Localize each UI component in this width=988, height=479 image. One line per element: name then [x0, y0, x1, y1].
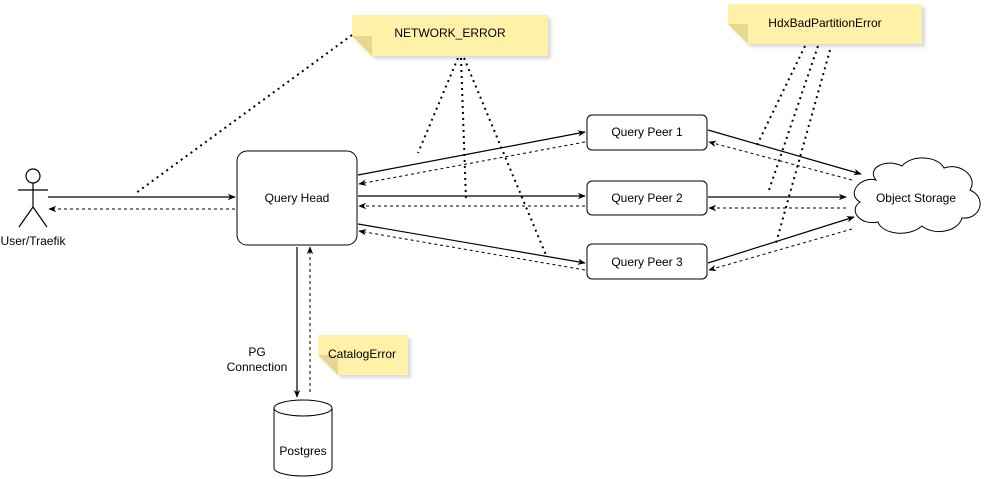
note-hdx-bad-partition: HdxBadPartitionError	[728, 4, 922, 44]
query-peer-2-node: Query Peer 2	[586, 180, 708, 216]
hdx-connector-2	[767, 45, 819, 194]
note-catalog-error: CatalogError	[318, 335, 408, 375]
query-peer-1-node: Query Peer 1	[586, 114, 708, 151]
note-catalog-error-body	[318, 335, 408, 375]
response-edges	[48, 140, 853, 392]
pg-connection-label: PG Connection	[227, 345, 288, 374]
note-connectors	[135, 34, 831, 256]
note-catalog-error-fold	[318, 355, 338, 375]
pg-connection-line1: PG	[248, 345, 265, 359]
actor-right-leg	[32, 206, 48, 228]
note-network-error-body	[352, 15, 548, 56]
postgres-db: Postgres	[273, 399, 333, 477]
edge-peer3-to-head-response	[358, 229, 586, 271]
edge-peer1-to-storage	[707, 129, 862, 176]
note-hdx-bad-partition-body	[728, 4, 922, 44]
object-storage-label: Object Storage	[876, 191, 956, 205]
object-storage-cloud: Object Storage	[853, 157, 981, 234]
edge-storage-to-peer3-response	[708, 228, 853, 272]
query-peer-3-node: Query Peer 3	[586, 243, 708, 280]
edge-head-to-peer1	[357, 130, 586, 176]
network-error-connector-user	[135, 34, 353, 194]
network-error-connector-peer2	[460, 57, 467, 201]
note-network-error-fold	[352, 36, 372, 56]
postgres-label: Postgres	[279, 444, 326, 458]
edge-storage-to-peer1-response	[708, 140, 853, 181]
user-actor-label: User/Traefik	[1, 234, 67, 248]
query-head-label: Query Head	[265, 191, 330, 205]
edge-peer3-to-storage	[707, 216, 855, 264]
pg-connection-line2: Connection	[227, 360, 288, 374]
query-peer-3-label: Query Peer 3	[611, 255, 683, 269]
hdx-connector-1	[756, 45, 806, 146]
query-head-node: Query Head	[236, 150, 358, 246]
note-network-error-label: NETWORK_ERROR	[394, 26, 506, 40]
actor-head	[25, 168, 41, 184]
hdx-connector-3	[775, 49, 831, 244]
edge-peer1-to-head-response	[358, 141, 586, 186]
query-peer-1-label: Query Peer 1	[611, 125, 683, 139]
request-edges	[48, 129, 862, 398]
note-network-error: NETWORK_ERROR	[352, 15, 548, 56]
network-error-connector-peer1	[417, 57, 459, 154]
network-error-connector-peer3	[463, 57, 547, 256]
actor-left-leg	[18, 206, 34, 228]
query-peer-2-label: Query Peer 2	[611, 191, 683, 205]
note-hdx-bad-partition-label: HdxBadPartitionError	[768, 16, 881, 30]
user-actor	[18, 168, 48, 228]
note-hdx-bad-partition-fold	[728, 24, 748, 44]
note-catalog-error-label: CatalogError	[328, 347, 396, 361]
edge-head-to-peer3	[357, 223, 586, 265]
